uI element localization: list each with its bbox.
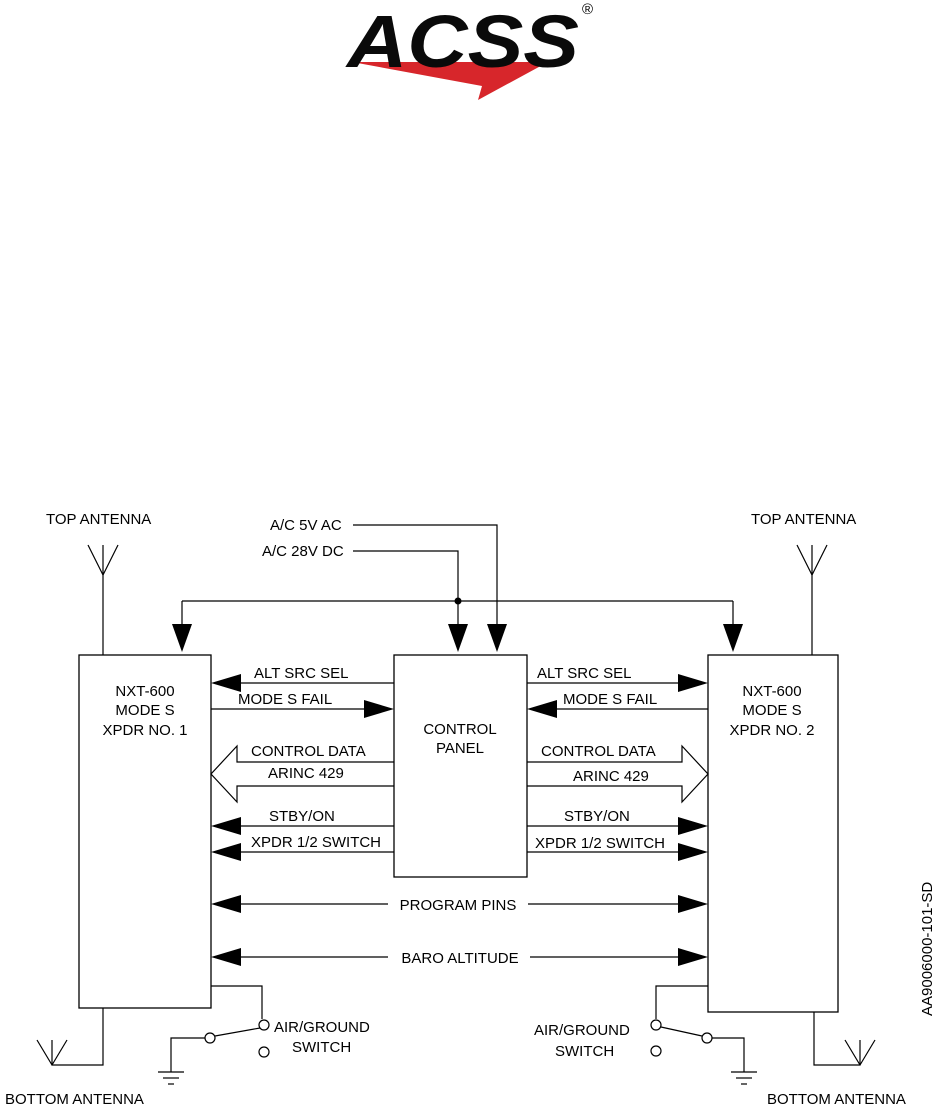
air-ground-left-label-1: AIR/GROUND [274,1019,370,1036]
top-antenna-left-icon [87,544,119,655]
top-antenna-left-label: TOP ANTENNA [46,511,151,528]
xpdr-1-number: XPDR NO. 1 [102,722,187,739]
power-28v-label: A/C 28V DC [262,543,344,560]
left-mode-s-fail-label: MODE S FAIL [238,691,332,708]
right-mode-s-fail-arrow [527,700,708,718]
left-arinc-label: ARINC 429 [268,765,344,782]
xpdr-1-mode: MODE S [115,702,174,719]
top-antenna-right-icon [796,544,828,655]
xpdr-1-model: NXT-600 [115,683,174,700]
left-alt-src-sel-arrow [211,674,394,692]
right-arinc-bus-arrow [527,744,709,804]
junction-dot [454,597,462,605]
logo-swoosh [352,62,548,100]
logo-registered-mark: ® [582,1,593,18]
right-alt-src-sel-arrow [527,674,708,692]
left-stby-on-label: STBY/ON [269,808,335,825]
control-panel-title-1: CONTROL [423,721,496,738]
xpdr-2-number: XPDR NO. 2 [729,722,814,739]
left-xpdr-switch-label: XPDR 1/2 SWITCH [251,834,381,851]
left-arinc-bus-arrow [210,744,394,804]
air-ground-right-label-1: AIR/GROUND [534,1022,630,1039]
right-stby-on-label: STBY/ON [564,808,630,825]
bottom-antenna-left-label: BOTTOM ANTENNA [5,1091,144,1108]
left-stby-on-arrow [211,817,394,835]
logo-text: ACSS [345,0,579,83]
right-xpdr-switch-label: XPDR 1/2 SWITCH [535,835,665,852]
control-panel-box: CONTROL PANEL [393,654,528,878]
air-ground-switch-right [650,985,757,1085]
left-alt-src-sel-label: ALT SRC SEL [254,665,348,682]
baro-altitude-bus [211,948,708,966]
left-xpdr-switch-arrow [211,843,394,861]
right-arinc-label: ARINC 429 [573,768,649,785]
air-ground-right-label-2: SWITCH [555,1043,614,1060]
power-5v-line [353,524,507,652]
program-pins-bus [211,895,708,913]
air-ground-left-label-2: SWITCH [292,1039,351,1056]
left-mode-s-fail-arrow [211,700,394,718]
right-mode-s-fail-label: MODE S FAIL [563,691,657,708]
air-ground-switch-left [158,985,270,1085]
right-alt-src-sel-label: ALT SRC SEL [537,665,631,682]
top-antenna-right-label: TOP ANTENNA [751,511,856,528]
power-distribution-bus [172,597,743,652]
left-control-data-label: CONTROL DATA [251,743,366,760]
drawing-id: AA9006000-101-SD [919,882,936,1016]
xpdr-2-mode: MODE S [742,702,801,719]
right-xpdr-switch-arrow [527,843,708,861]
acss-logo: ACSS ® [345,0,593,100]
baro-altitude-label: BARO ALTITUDE [401,950,518,967]
bottom-antenna-right-icon [813,1012,876,1066]
bottom-antenna-right-label: BOTTOM ANTENNA [767,1091,906,1108]
xpdr-1-box: NXT-600 MODE S XPDR NO. 1 [78,654,212,1009]
bottom-antenna-left-icon [36,1008,104,1066]
right-stby-on-arrow [527,817,708,835]
power-5v-label: A/C 5V AC [270,517,342,534]
program-pins-label: PROGRAM PINS [400,897,517,914]
xpdr-2-model: NXT-600 [742,683,801,700]
right-control-data-label: CONTROL DATA [541,743,656,760]
xpdr-2-box: NXT-600 MODE S XPDR NO. 2 [707,654,839,1013]
control-panel-title-2: PANEL [436,740,484,757]
